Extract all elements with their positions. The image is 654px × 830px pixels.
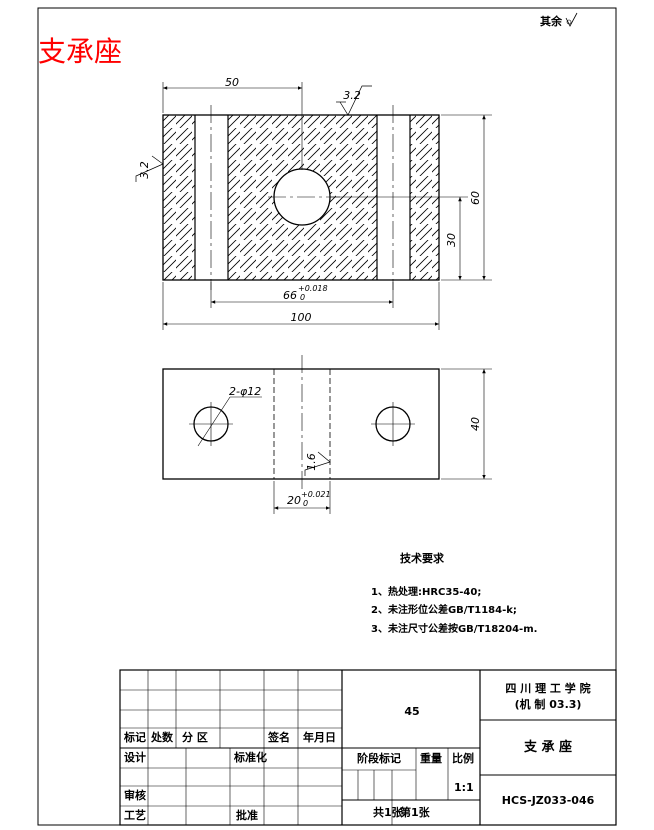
tb-school: 四 川 理 工 学 院 bbox=[505, 682, 591, 695]
tb-label-zone: 分 区 bbox=[182, 731, 208, 744]
tb-material: 45 bbox=[404, 705, 420, 718]
tb-scale: 1:1 bbox=[454, 781, 474, 794]
tb-drawing-no: HCS-JZ033-046 bbox=[501, 794, 595, 807]
tb-sheet-no: 第1张 bbox=[400, 806, 430, 819]
dim-40: 40 bbox=[469, 417, 482, 431]
tech-req-item: 1、热处理:HRC35-40; bbox=[371, 587, 482, 598]
roughness-slot-value: 1.6 bbox=[305, 453, 318, 471]
dim-20-tol-lower: 0 bbox=[303, 499, 308, 508]
roughness-left-value: 3.2 bbox=[138, 161, 151, 179]
tb-label-mark: 标记 bbox=[124, 731, 146, 744]
dim-66-tol-upper: +0.018 bbox=[298, 284, 328, 293]
tech-req-item: 2、未注形位公差GB/T1184-k; bbox=[371, 605, 517, 616]
tb-label-scale: 比例 bbox=[452, 752, 474, 765]
roughness-symbol-top bbox=[339, 85, 372, 116]
top-view bbox=[162, 355, 492, 514]
roughness-symbol-left bbox=[135, 155, 164, 182]
dim-60: 60 bbox=[469, 191, 482, 205]
dim-66: 66 bbox=[283, 289, 297, 302]
dim-30: 30 bbox=[445, 233, 458, 247]
tb-label-design: 设计 bbox=[124, 751, 146, 764]
tb-label-stage: 阶段标记 bbox=[357, 752, 401, 765]
tech-req-item: 3、未注尺寸公差按GB/T18204-m. bbox=[371, 624, 538, 635]
tb-label-process: 工艺 bbox=[124, 809, 146, 822]
roughness-note-icon bbox=[565, 12, 578, 27]
tb-label-date: 年月日 bbox=[303, 731, 336, 744]
part-title: 支承座 bbox=[38, 35, 123, 68]
title-block-grid bbox=[119, 669, 617, 826]
tech-req-title: 技术要求 bbox=[400, 552, 444, 565]
dim-100: 100 bbox=[291, 311, 312, 324]
tb-label-sign: 签名 bbox=[268, 731, 290, 744]
dim-50: 50 bbox=[225, 76, 239, 89]
dim-20: 20 bbox=[287, 494, 301, 507]
roughness-top-value: 3.2 bbox=[343, 89, 361, 102]
dim-66-tol-lower: 0 bbox=[300, 293, 305, 302]
tb-label-weight: 重量 bbox=[420, 752, 442, 765]
roughness-symbol-slot bbox=[304, 451, 331, 476]
tb-label-approve: 批准 bbox=[236, 809, 258, 822]
tb-sheets-total: 共1张 bbox=[373, 806, 403, 819]
tb-label-std: 标准化 bbox=[234, 751, 267, 764]
roughness-note: 其余 bbox=[540, 15, 562, 28]
hole-callout: 2-φ12 bbox=[229, 385, 261, 398]
front-view bbox=[135, 82, 492, 330]
tb-label-review: 审核 bbox=[124, 789, 146, 802]
tb-part-name: 支 承 座 bbox=[523, 740, 573, 755]
tb-label-count: 处数 bbox=[151, 731, 173, 744]
tb-class: (机 制 03.3) bbox=[514, 698, 582, 711]
dim-20-tol-upper: +0.021 bbox=[301, 490, 331, 499]
